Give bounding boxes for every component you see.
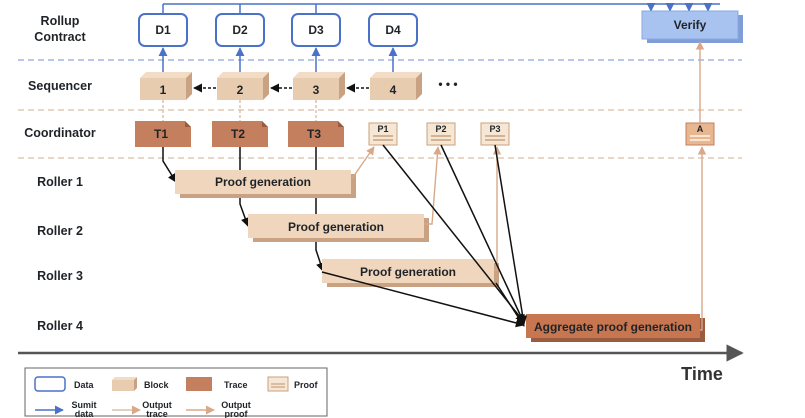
legend-submit-line-2: data <box>75 409 95 418</box>
roller-1-proof-label: Proof generation <box>215 175 311 189</box>
trace-t1: T1 <box>135 121 191 147</box>
block-4: 4 <box>370 72 422 100</box>
data-box-d4: D4 <box>368 13 418 47</box>
proof-output-arrows <box>350 41 707 331</box>
trace-t2: T2 <box>212 121 268 147</box>
legend-proof-label: Proof <box>294 380 319 390</box>
roller-1-proof-bar: Proof generation <box>175 170 356 198</box>
block-3: 3 <box>293 72 345 100</box>
block-trace-links <box>162 100 317 121</box>
lane-separators <box>18 59 742 159</box>
legend-proof: Proof <box>267 376 319 392</box>
proof-aggregate-arrows <box>321 144 528 328</box>
legend-trace: Trace <box>186 377 248 391</box>
legend-output-proof-line-1: Output <box>221 400 251 410</box>
legend-submit-line-1: Sumit <box>71 400 96 410</box>
sequencer-ellipsis: • • • <box>438 77 457 91</box>
data-box-d1: D1 <box>138 13 188 47</box>
legend-trace-label: Trace <box>224 380 248 390</box>
data-box-d2: D2 <box>215 13 265 47</box>
lane-label-roller-2: Roller 2 <box>37 224 83 238</box>
lane-label-coordinator: Coordinator <box>24 126 96 140</box>
data-box-d2-label: D2 <box>232 23 248 37</box>
legend-output-trace-line-2: trace <box>146 409 168 418</box>
block-1: 1 <box>140 72 192 100</box>
trace-t3: T3 <box>288 121 344 147</box>
aggregate-proof-label: Aggregate proof generation <box>534 320 692 334</box>
trace-t1-label: T1 <box>154 127 168 141</box>
trace-output-arrows <box>162 147 325 272</box>
time-axis-label: Time <box>681 364 723 384</box>
traces: T1 T2 T3 <box>135 121 344 147</box>
data-box-d3-label: D3 <box>308 23 324 37</box>
proof-p1: P1 <box>368 122 398 146</box>
proof-aggregate-label: A <box>697 124 704 134</box>
block-3-label: 3 <box>313 83 320 97</box>
aggregate-proof-bar: Aggregate proof generation <box>526 314 705 342</box>
roller-3-proof-label: Proof generation <box>360 265 456 279</box>
legend-data: Data <box>34 376 95 392</box>
legend-block-label: Block <box>144 380 170 390</box>
block-1-label: 1 <box>160 83 167 97</box>
verify-label: Verify <box>674 18 707 32</box>
legend-output-trace-line-1: Output <box>142 400 172 410</box>
roller-2-proof-bar: Proof generation <box>248 214 429 242</box>
proof-p2: P2 <box>426 122 456 146</box>
data-box-d3: D3 <box>291 13 341 47</box>
data-boxes: D1 D2 D3 D4 <box>138 13 418 47</box>
time-axis: Time <box>18 344 744 384</box>
lane-label-roller-4: Roller 4 <box>37 319 83 333</box>
proof-aggregate: A <box>685 122 715 146</box>
submit-data-arrows <box>158 47 398 72</box>
data-bus <box>162 2 720 14</box>
proof-p2-label: P2 <box>435 124 446 134</box>
roller-3-proof-bar: Proof generation <box>322 259 499 287</box>
roller-2-proof-label: Proof generation <box>288 220 384 234</box>
proof-p3-label: P3 <box>489 124 500 134</box>
proofs: P1 P2 P3 A <box>368 122 715 146</box>
lane-label-rollup-line-1: Rollup <box>41 14 80 28</box>
proof-generation-bars: Proof generation Proof generation Proof … <box>175 170 705 342</box>
trace-t3-label: T3 <box>307 127 321 141</box>
lane-label-sequencer: Sequencer <box>28 79 92 93</box>
verify-box: Verify <box>641 10 743 43</box>
data-box-d1-label: D1 <box>155 23 171 37</box>
legend-output-proof-line-2: proof <box>225 409 249 418</box>
legend-block: Block <box>112 377 170 391</box>
sequencer-blocks: 1 2 3 4 • • • <box>140 72 458 100</box>
block-2: 2 <box>217 72 269 100</box>
trace-t2-label: T2 <box>231 127 245 141</box>
proof-p1-label: P1 <box>377 124 388 134</box>
lane-label-roller-1: Roller 1 <box>37 175 83 189</box>
lane-label-roller-3: Roller 3 <box>37 269 83 283</box>
data-box-d4-label: D4 <box>385 23 401 37</box>
block-2-label: 2 <box>237 83 244 97</box>
proof-p3: P3 <box>480 122 510 146</box>
legend-data-label: Data <box>74 380 95 390</box>
lane-label-rollup-line-2: Contract <box>34 30 86 44</box>
block-4-label: 4 <box>390 83 397 97</box>
